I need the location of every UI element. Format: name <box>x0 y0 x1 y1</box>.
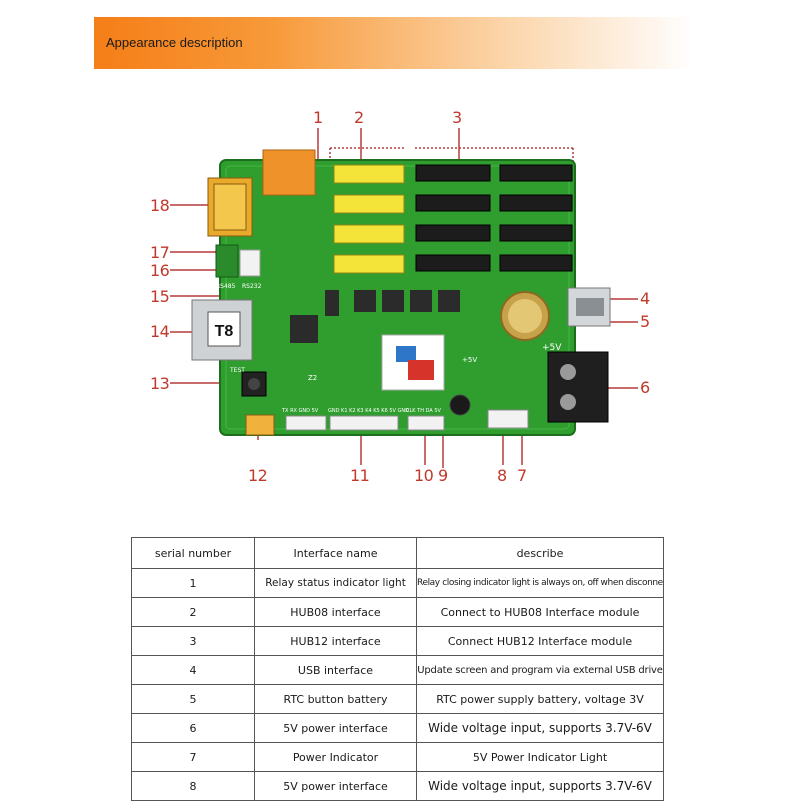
row-description: 5V Power Indicator Light <box>416 742 664 772</box>
callout-3: 3 <box>452 108 462 127</box>
section-title: Appearance description <box>106 35 243 50</box>
silk-rs485: RS485 <box>216 283 236 290</box>
callout-14: 14 <box>150 322 170 341</box>
row-number: 3 <box>131 626 255 656</box>
callout-16: 16 <box>150 261 170 280</box>
silk-bottom-1: TX RX GND 5V <box>281 408 319 414</box>
row-description: RTC power supply battery, voltage 3V <box>416 684 664 714</box>
row-interface-name: HUB08 interface <box>254 597 417 627</box>
callout-4: 4 <box>640 289 650 308</box>
callout-12: 12 <box>248 466 268 485</box>
table-row: 8 5V power interface Wide voltage input,… <box>131 771 664 801</box>
callout-5: 5 <box>640 312 650 331</box>
table-row: 6 5V power interface Wide voltage input,… <box>131 713 664 743</box>
power-terminal <box>547 351 609 423</box>
silk-bottom-2: GND K1 K2 K3 K4 K5 K6 5V GND <box>328 408 409 414</box>
silk-5v-b: +5V <box>462 356 477 364</box>
row-number: 5 <box>131 684 255 714</box>
table-row: 4 USB interface Update screen and progra… <box>131 655 664 685</box>
row-interface-name: USB interface <box>254 655 417 685</box>
callout-10: 10 <box>414 466 434 485</box>
table-row: 5 RTC button battery RTC power supply ba… <box>131 684 664 714</box>
row-interface-name: HUB12 interface <box>254 626 417 656</box>
row-interface-name: Power Indicator <box>254 742 417 772</box>
row-number: 8 <box>131 771 255 801</box>
row-interface-name: Relay status indicator light <box>254 568 417 598</box>
table-row: 2 HUB08 interface Connect to HUB08 Inter… <box>131 597 664 627</box>
callout-15: 15 <box>150 287 170 306</box>
callout-2: 2 <box>354 108 364 127</box>
row-number: 7 <box>131 742 255 772</box>
row-number: 1 <box>131 568 255 598</box>
callout-6: 6 <box>640 378 650 397</box>
hub12-headers <box>415 164 573 272</box>
table-row: 1 Relay status indicator light Relay clo… <box>131 568 664 598</box>
board-illustration: T8 RS485 <box>170 128 638 468</box>
row-interface-name: 5V power interface <box>254 713 417 743</box>
callout-7: 7 <box>517 466 527 485</box>
row-interface-name: 5V power interface <box>254 771 417 801</box>
callout-8: 8 <box>497 466 507 485</box>
silk-5v: +5V <box>542 343 562 353</box>
callout-1: 1 <box>313 108 323 127</box>
row-description: Connect to HUB08 Interface module <box>416 597 664 627</box>
callout-11: 11 <box>350 466 370 485</box>
silk-rs232: RS232 <box>242 283 262 290</box>
section-banner: Appearance description <box>94 17 694 69</box>
row-number: 2 <box>131 597 255 627</box>
row-description: Update screen and program via external U… <box>416 655 664 685</box>
interface-table: serial number Interface name describe 1 … <box>131 537 664 801</box>
row-interface-name: RTC button battery <box>254 684 417 714</box>
board-figure: T8 RS485 <box>130 108 670 490</box>
table-header-row: serial number Interface name describe <box>131 537 664 569</box>
row-description: Wide voltage input, supports 3.7V-6V <box>416 771 664 801</box>
hub08-headers <box>333 164 405 274</box>
callout-13: 13 <box>150 374 170 393</box>
silk-bottom-3: CLK TH DA 5V <box>406 408 442 414</box>
row-number: 6 <box>131 713 255 743</box>
callout-9: 9 <box>438 466 448 485</box>
row-description: Connect HUB12 Interface module <box>416 626 664 656</box>
header-interface-name: Interface name <box>254 537 417 569</box>
silk-test: TEST <box>229 367 245 374</box>
row-description: Wide voltage input, supports 3.7V-6V <box>416 713 664 743</box>
callout-18: 18 <box>150 196 170 215</box>
header-describe: describe <box>416 537 664 569</box>
row-number: 4 <box>131 655 255 685</box>
callout-17: 17 <box>150 243 170 262</box>
row-description: Relay closing indicator light is always … <box>416 568 664 598</box>
table-row: 3 HUB12 interface Connect HUB12 Interfac… <box>131 626 664 656</box>
silk-z2: Z2 <box>308 374 317 382</box>
table-row: 7 Power Indicator 5V Power Indicator Lig… <box>131 742 664 772</box>
header-serial-number: serial number <box>131 537 255 569</box>
t8-label: T8 <box>215 323 234 340</box>
